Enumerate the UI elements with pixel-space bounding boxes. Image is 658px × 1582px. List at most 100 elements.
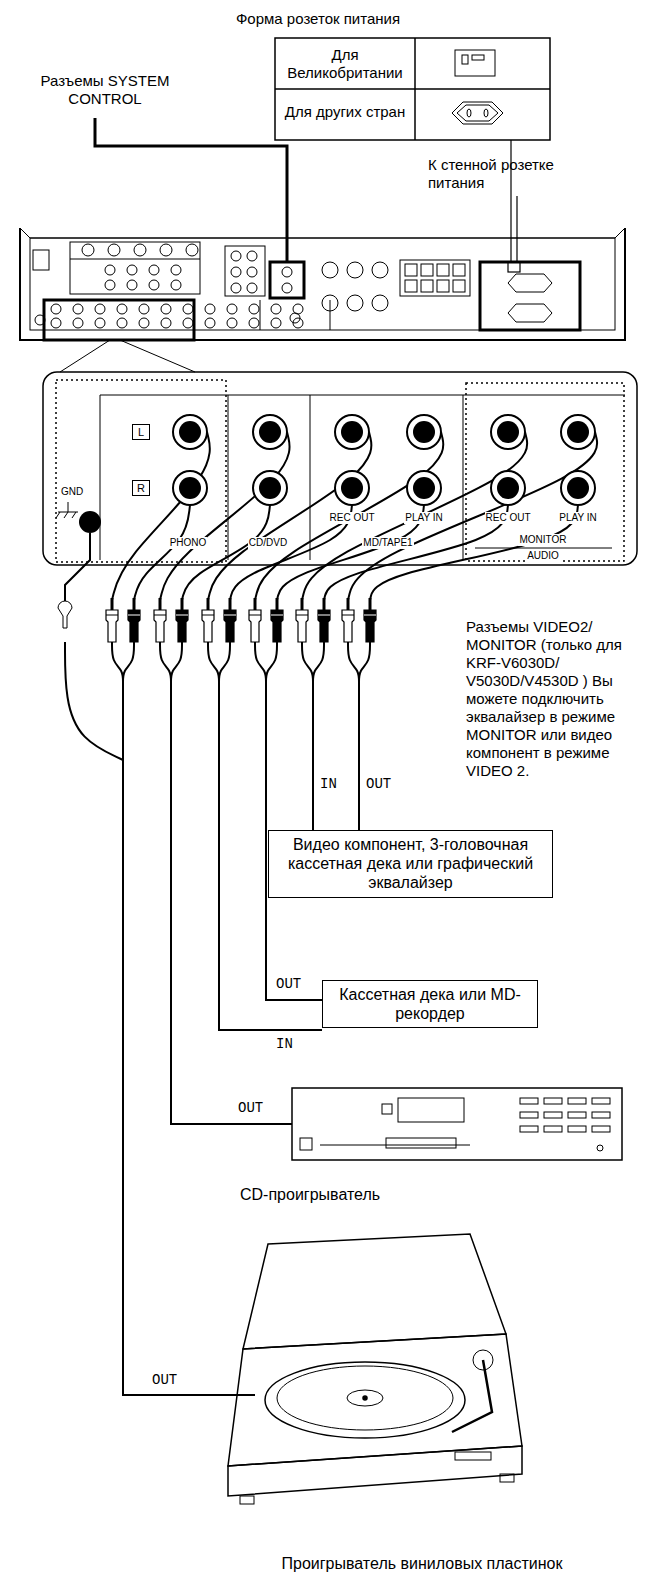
speaker-terminal <box>453 280 465 292</box>
cable <box>171 684 292 1124</box>
ac-outlet <box>508 274 552 292</box>
rca-jack <box>561 415 595 449</box>
socket-table <box>275 38 550 140</box>
rca-jack <box>173 415 207 449</box>
rca-plug <box>176 610 188 642</box>
device-label-area: CD-проигрыватель <box>240 1080 625 1204</box>
rca-plug <box>249 610 261 642</box>
cable <box>266 642 277 684</box>
cd-button <box>544 1098 562 1104</box>
signal-label: IN <box>320 776 350 793</box>
rca-jack-core <box>497 421 519 443</box>
jack <box>117 304 127 314</box>
signal-label: OUT <box>366 776 406 793</box>
jack <box>247 251 257 261</box>
signal-label: OUT <box>238 1100 278 1117</box>
cable <box>312 684 314 830</box>
jack <box>322 295 338 311</box>
jack <box>171 280 181 290</box>
rca-jack <box>253 471 287 505</box>
jack <box>127 280 137 290</box>
device-box: Видео компонент, 3-головочная кассетная … <box>268 830 553 898</box>
signal-label: IN <box>276 1036 306 1053</box>
cable <box>171 642 182 684</box>
rca-jack <box>173 471 207 505</box>
jack <box>105 280 115 290</box>
cd-button <box>520 1098 538 1104</box>
rca-plug <box>154 610 166 642</box>
rca-plug <box>106 610 118 642</box>
panel-inset <box>43 372 637 565</box>
cd-button <box>568 1098 586 1104</box>
jack <box>271 304 281 314</box>
rca-jack-core <box>179 477 201 499</box>
speaker-terminal <box>421 280 433 292</box>
rca-jack-core <box>567 421 589 443</box>
cd-button <box>520 1112 538 1118</box>
callout-note: Разъемы VIDEO2/ MONITOR (только для KRF-… <box>466 618 652 780</box>
signal-label: OUT <box>276 976 316 993</box>
cable <box>255 642 266 684</box>
rca-jack-core <box>341 421 363 443</box>
jack-label: CD/DVD <box>248 537 288 549</box>
cd-button <box>592 1098 610 1104</box>
jack <box>35 315 45 325</box>
cable <box>123 642 134 684</box>
jack-wire <box>160 432 290 600</box>
jack <box>51 318 61 328</box>
cable <box>313 642 324 684</box>
rca-jack-core <box>413 477 435 499</box>
rca-jack <box>335 471 369 505</box>
speaker-terminal <box>453 264 465 276</box>
jack-wire <box>112 432 210 600</box>
cable <box>359 642 370 684</box>
cd-button <box>568 1112 586 1118</box>
caption-label: Для других стран <box>278 103 413 121</box>
ac-outlet <box>508 304 552 322</box>
jack <box>231 283 241 293</box>
jack-label: AUDIO <box>526 550 560 562</box>
speaker-terminal <box>437 280 449 292</box>
signal-label: OUT <box>152 1372 192 1389</box>
rca-jack <box>561 471 595 505</box>
caption-label: Форма розеток питания <box>208 10 428 28</box>
jack <box>95 318 105 328</box>
jack <box>271 318 281 328</box>
jack <box>149 280 159 290</box>
jack-wire <box>370 505 578 600</box>
jack <box>227 304 237 314</box>
rca-plug <box>296 610 308 642</box>
jack <box>227 318 237 328</box>
rca-plug <box>364 610 376 642</box>
rca-jack-core <box>497 477 519 499</box>
jack-wire <box>255 432 443 600</box>
rca-jack-core <box>259 421 281 443</box>
jack-label: L <box>132 424 150 440</box>
jack <box>186 244 198 256</box>
jack-wire <box>348 432 597 600</box>
jack-label: REC OUT <box>329 512 376 524</box>
rca-plug <box>128 610 140 642</box>
jack-label: GND <box>60 486 84 498</box>
jack <box>205 318 215 328</box>
jack <box>134 244 146 256</box>
device-label-area: Проигрыватель виниловых пластинок <box>232 1225 612 1573</box>
jack <box>105 265 115 275</box>
cd-player <box>292 1088 622 1160</box>
jack <box>139 318 149 328</box>
jack <box>95 304 105 314</box>
cable <box>123 684 255 1395</box>
rca-jack-core <box>567 477 589 499</box>
jack <box>117 318 127 328</box>
cable <box>348 642 359 684</box>
cable <box>302 642 313 684</box>
speaker-terminal <box>405 280 417 292</box>
rca-jack <box>407 415 441 449</box>
turntable <box>228 1234 522 1504</box>
jack <box>51 304 61 314</box>
jack <box>161 318 171 328</box>
rca-jack <box>407 471 441 505</box>
jack-label: PLAY IN <box>404 512 443 524</box>
caption-label: Разъемы SYSTEM CONTROL <box>30 72 180 108</box>
rca-jack-core <box>341 477 363 499</box>
